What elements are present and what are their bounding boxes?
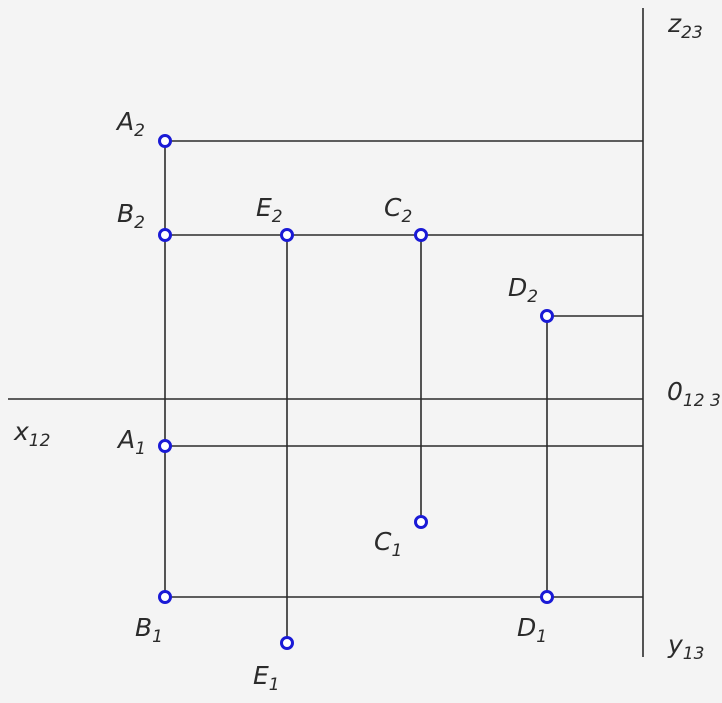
point-c2 <box>414 228 428 242</box>
point-d1 <box>540 590 554 604</box>
point-d2 <box>540 309 554 323</box>
label-c2: C2 <box>384 193 412 227</box>
label-b1: B1 <box>135 613 163 647</box>
label-d1: D1 <box>517 613 547 647</box>
point-a2 <box>158 134 172 148</box>
point-b1 <box>158 590 172 604</box>
point-e2 <box>280 228 294 242</box>
label-e1: E1 <box>253 661 280 695</box>
label-z23: z23 <box>667 9 703 43</box>
label-x12: x12 <box>13 417 50 451</box>
label-c1: C1 <box>374 527 402 561</box>
point-b2 <box>158 228 172 242</box>
label-o123: 012 3 <box>667 377 721 411</box>
point-a1 <box>158 439 172 453</box>
point-e1 <box>280 636 294 650</box>
label-a1: A1 <box>116 425 146 459</box>
label-e2: E2 <box>256 193 283 227</box>
label-y13: y13 <box>667 630 704 664</box>
label-d2: D2 <box>508 273 538 307</box>
label-a2: A2 <box>115 107 145 141</box>
point-c1 <box>414 515 428 529</box>
label-b2: B2 <box>117 199 145 233</box>
